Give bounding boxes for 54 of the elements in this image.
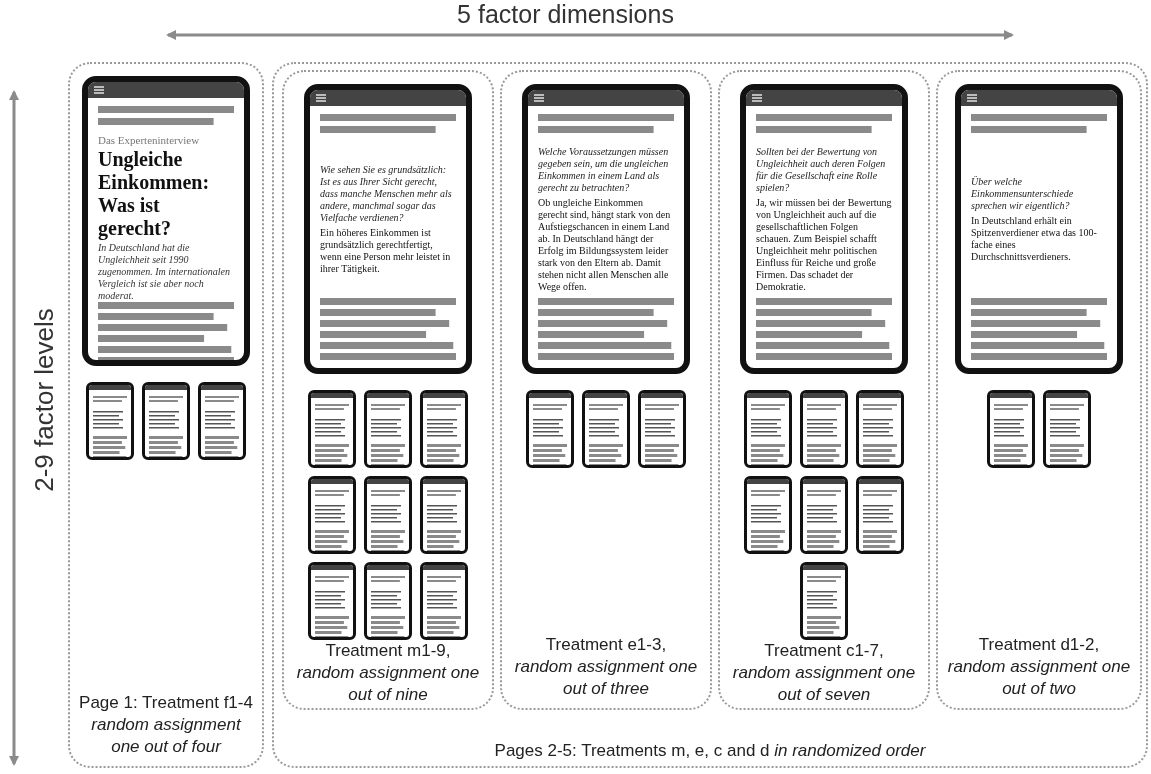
answer-text: Ein höheres Einkommen ist grundsätzlich gerechtfertigt, wenn eine Person mehr leistet in ihrer Tätigkeit.: [320, 227, 452, 275]
phone-thumbnail: [142, 382, 190, 460]
phone-thumbnail: [420, 476, 468, 554]
phone-thumbnail: [364, 562, 412, 640]
panel-caption: Treatment e1-3, random assignment one out of three: [513, 633, 699, 700]
phone-thumbnail: [987, 390, 1035, 468]
phone-thumbnail: [638, 390, 686, 468]
headline: Ungleiche Einkommen: Was ist gerecht?: [98, 148, 211, 240]
phone-mockup: [304, 84, 472, 374]
dotted-panel: [500, 70, 712, 710]
phone-thumbnail: [856, 390, 904, 468]
phone-thumbnail: [1043, 390, 1091, 468]
panel-caption: Treatment m1-9, random assignment one out of nine: [295, 640, 481, 707]
answer-text: Ja, wir müssen bei der Bewertung von Ungleichheit auch auf die gesellschaftlichen Folgen schauen. Zum Beispiel schafft Ungleichheit mehr politischen Einfluss für Reiche und große Firmen. Das schadet der Demokratie.: [756, 197, 892, 293]
panel-caption: Treatment c1-7, random assignment one out of seven: [731, 640, 917, 707]
question-text: Welche Voraussetzungen müssen gegeben sein, um die ungleichen Einkommen in einem Land als gerecht zu betrachten?: [538, 146, 670, 194]
dotted-panel: [68, 62, 264, 768]
axis-label: 5 factor dimensions: [456, 0, 675, 29]
panel-caption: Pages 2-5: Treatments m, e, c and d in randomized order: [493, 739, 927, 762]
phone-thumbnail: [86, 382, 134, 460]
phone-thumbnail: [198, 382, 246, 460]
phone-thumbnail: [308, 562, 356, 640]
phone-thumbnail: [800, 562, 848, 640]
panel-caption: Page 1: Treatment f1-4 random assignment one out of four: [78, 691, 254, 758]
phone-thumbnail: [800, 390, 848, 468]
question-text: Wie sehen Sie es grundsätzlich: Ist es aus Ihrer Sicht gerecht, dass manche Menschen mehr als andere, manchmal sogar das Vielfache verdienen?: [320, 164, 453, 224]
phone-thumbnail: [582, 390, 630, 468]
dotted-panel: [936, 70, 1142, 710]
dotted-panel: [282, 70, 494, 710]
panel-caption: Treatment d1-2, random assignment one out of two: [946, 633, 1132, 700]
phone-thumbnail: [800, 476, 848, 554]
phone-thumbnail: [364, 476, 412, 554]
dotted-panel: [718, 70, 930, 710]
phone-mockup: [955, 84, 1123, 374]
phone-thumbnail: [744, 476, 792, 554]
lead-paragraph: In Deutschland hat die Ungleichheit seit 1990 zugenommen. Im internationalen Vergleich ist sie aber noch moderat.: [98, 242, 231, 302]
phone-mockup: [740, 84, 908, 374]
phone-mockup: [522, 84, 690, 374]
question-text: Sollten bei der Bewertung von Ungleichheit auch deren Folgen für die Gesellschaft eine Rolle spielen?: [756, 146, 887, 194]
phone-thumbnail: [308, 390, 356, 468]
answer-text: Ob ungleiche Einkommen gerecht sind, hängt stark von den Aufstiegschancen in einem Land ab. In Deutschland hängt der Erfolg im Bildungssystem leider stark von den Eltern ab. Damit stehen nicht allen Menschen alle Wege offen.: [538, 197, 672, 293]
phone-thumbnail: [308, 476, 356, 554]
dotted-panel: [272, 62, 1148, 768]
phone-thumbnail: [364, 390, 412, 468]
question-text: Über welche Einkommensunterschiede sprechen wir eigentlich?: [971, 176, 1075, 212]
phone-mockup: [82, 76, 250, 366]
phone-thumbnail: [420, 562, 468, 640]
axis-label: 2-9 factor levels: [28, 308, 60, 492]
kicker-text: Das Experteninterview: [98, 134, 201, 146]
phone-thumbnail: [744, 390, 792, 468]
phone-thumbnail: [526, 390, 574, 468]
phone-thumbnail: [420, 390, 468, 468]
phone-thumbnail: [856, 476, 904, 554]
answer-text: In Deutschland erhält ein Spitzenverdiener etwa das 100-fache eines Durchschnittsverdieners.: [971, 215, 1098, 263]
